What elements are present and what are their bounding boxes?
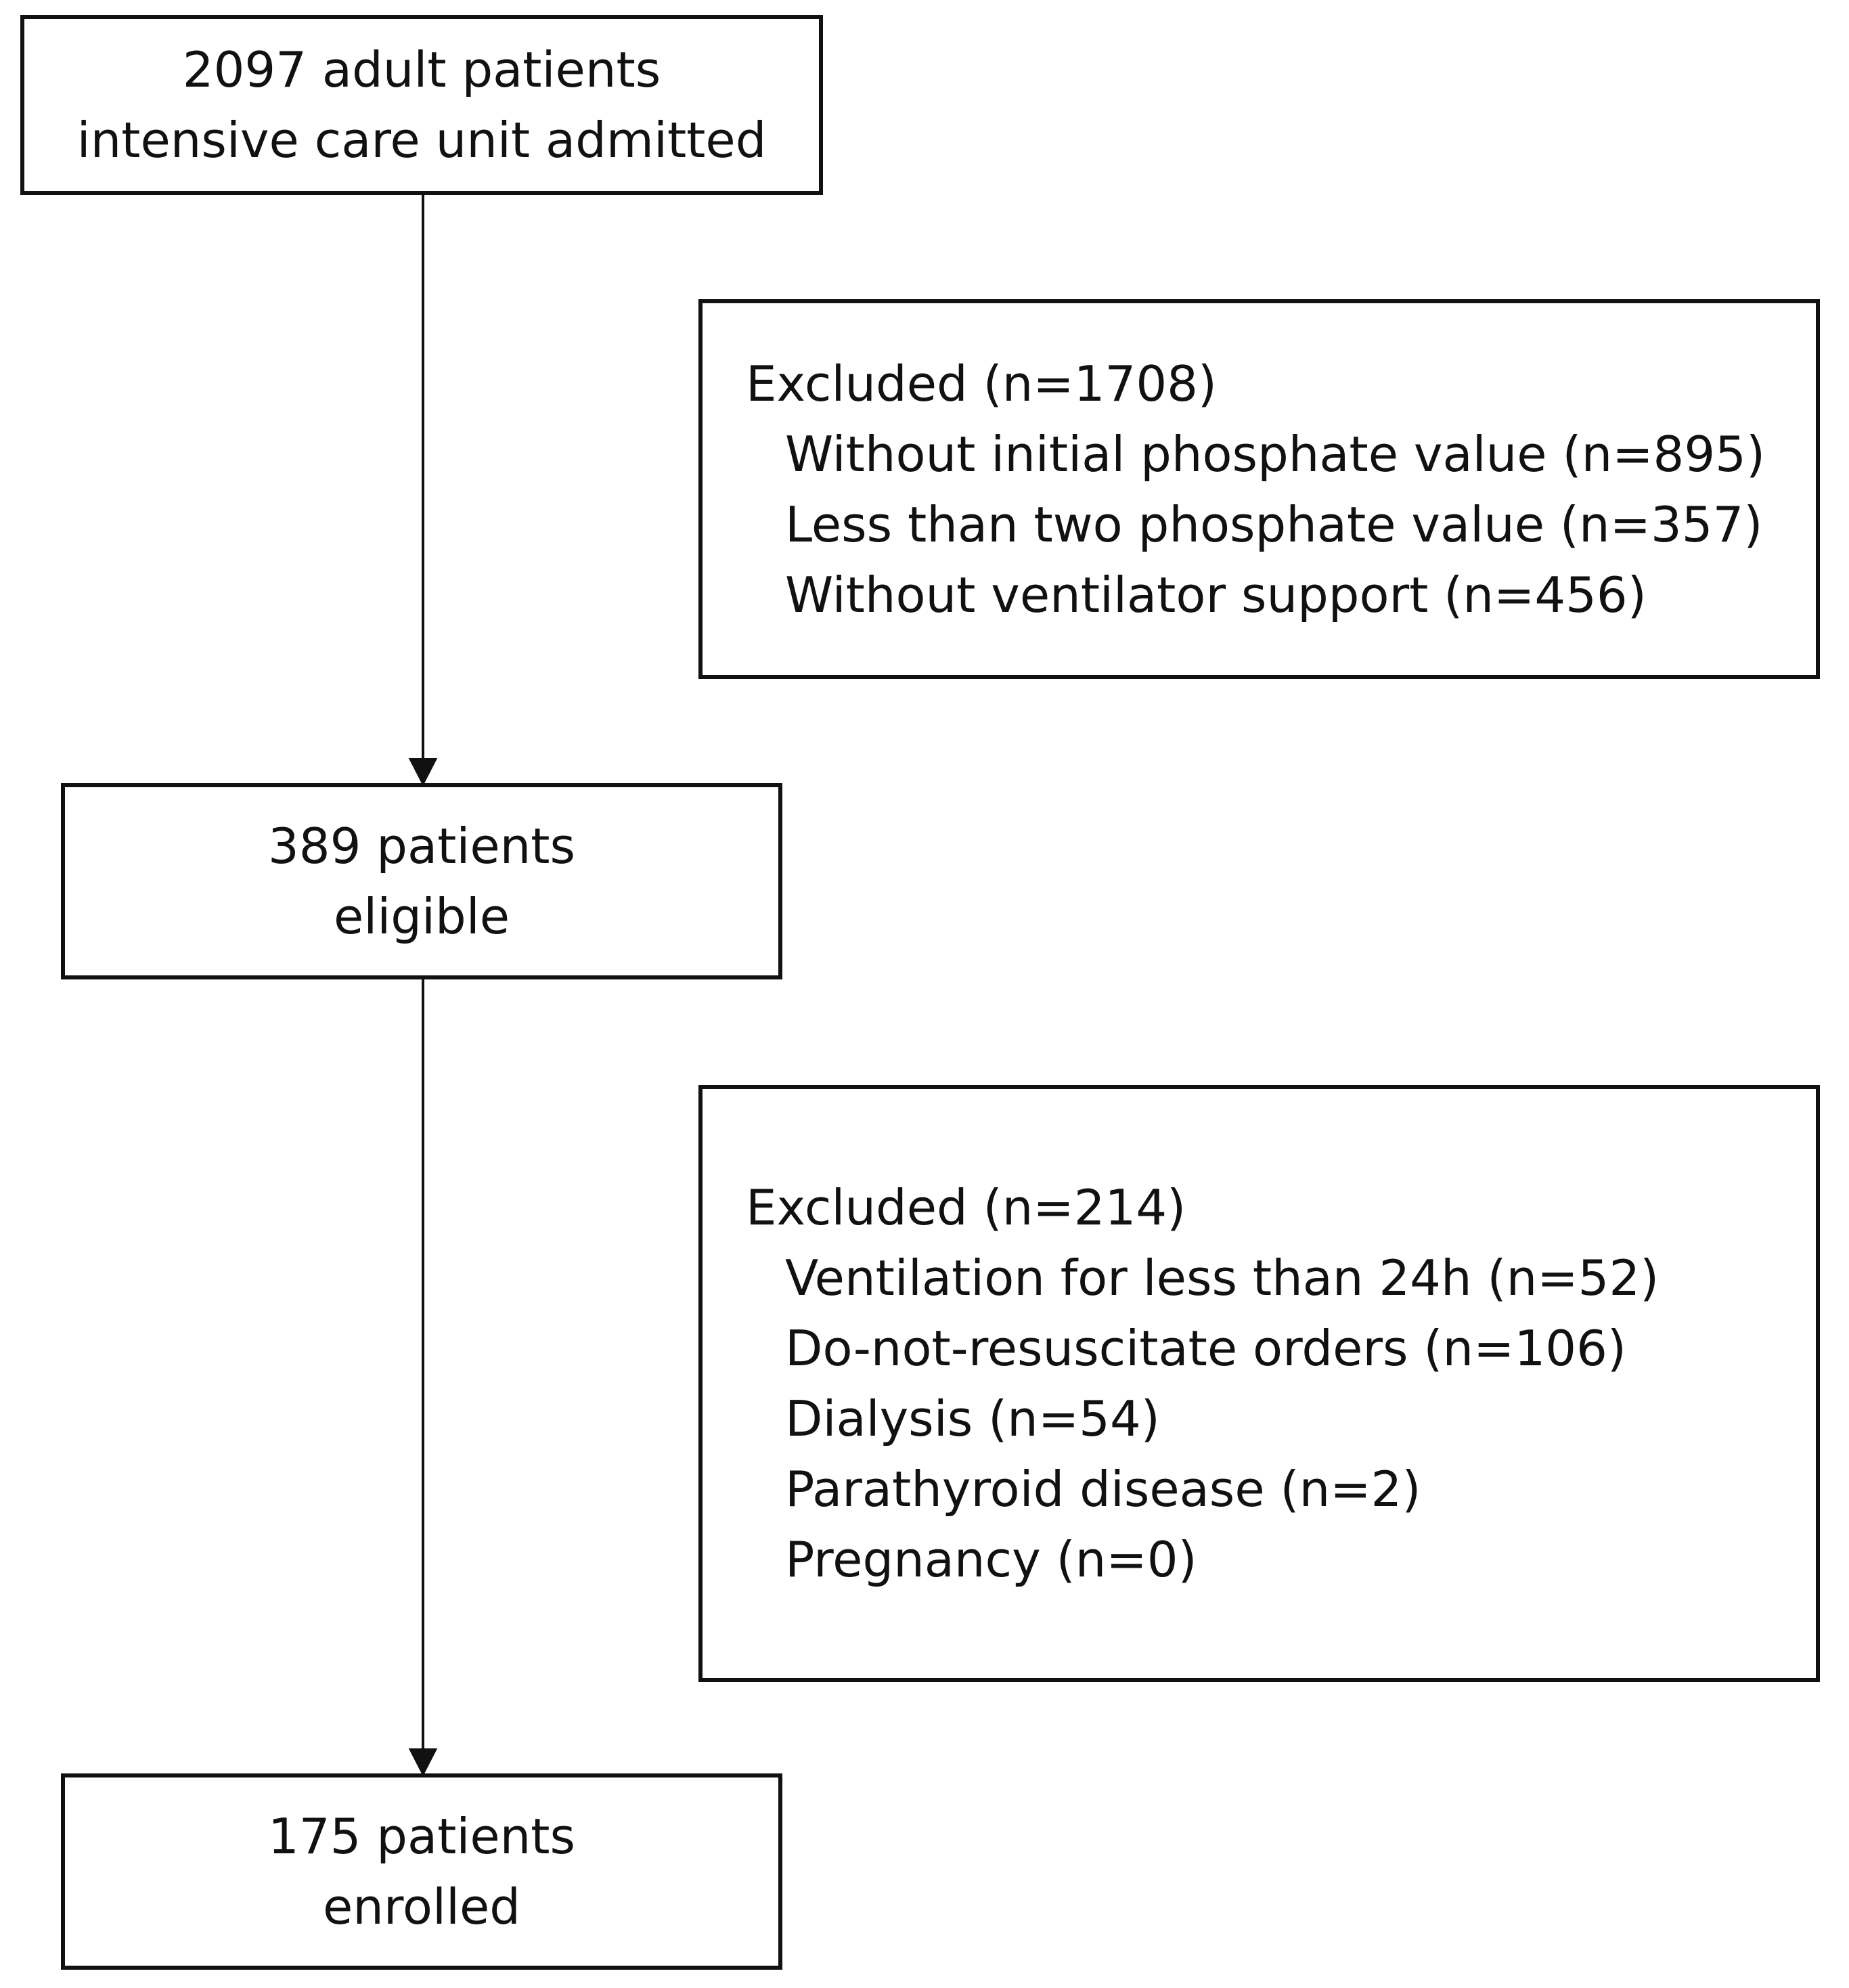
exclusion-1-item: Less than two phosphate value (n=357) (785, 495, 1763, 553)
admitted-description-label: intensive care unit admitted (76, 112, 767, 169)
enrolled-description-label: enrolled (322, 1878, 520, 1935)
exclusion-box-1: Excluded (n=1708) Without initial phosph… (698, 299, 1820, 679)
exclusion-2-item: Do-not-resuscitate orders (n=106) (785, 1320, 1626, 1377)
enrolled-patients-box: 175 patients enrolled (61, 1773, 782, 1970)
arrowhead-eligible (408, 758, 438, 787)
admitted-patients-box: 2097 adult patients intensive care unit … (20, 15, 823, 195)
eligible-count-label: 389 patients (267, 818, 576, 875)
exclusion-2-title: Excluded (n=214) (746, 1179, 1186, 1236)
enrolled-count-label: 175 patients (267, 1808, 576, 1865)
arrowhead-enrolled (408, 1748, 438, 1777)
exclusion-box-2: Excluded (n=214) Ventilation for less th… (698, 1085, 1820, 1682)
admitted-count-label: 2097 adult patients (182, 41, 661, 98)
exclusion-1-item: Without initial phosphate value (n=895) (785, 425, 1766, 483)
exclusion-2-item: Parathyroid disease (n=2) (785, 1461, 1421, 1518)
exclusion-2-item: Pregnancy (n=0) (785, 1531, 1197, 1588)
eligible-description-label: eligible (333, 888, 510, 945)
exclusion-2-item: Dialysis (n=54) (785, 1390, 1160, 1447)
exclusion-1-item: Without ventilator support (n=456) (785, 566, 1647, 623)
exclusion-1-title: Excluded (n=1708) (746, 355, 1218, 412)
eligible-patients-box: 389 patients eligible (61, 783, 782, 979)
exclusion-2-item: Ventilation for less than 24h (n=52) (785, 1250, 1659, 1306)
